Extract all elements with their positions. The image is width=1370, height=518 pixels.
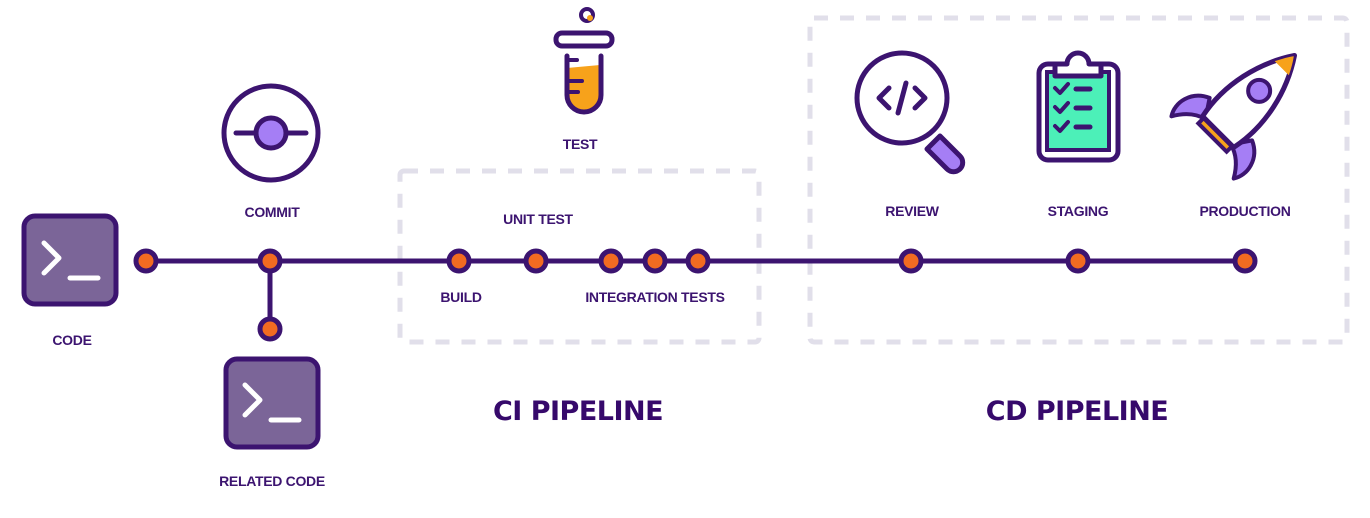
code-label: CODE (52, 332, 92, 348)
test-label: TEST (562, 136, 598, 152)
production-label: PRODUCTION (1199, 203, 1291, 219)
cd-pipeline-group-box (807, 15, 1350, 345)
node-related-code[interactable] (257, 316, 283, 342)
node-integration-test-2[interactable] (642, 248, 668, 274)
node-staging[interactable] (1065, 248, 1091, 274)
code-review-magnifier-icon (854, 50, 966, 175)
review-label: REVIEW (885, 203, 939, 219)
node-unit-test[interactable] (523, 248, 549, 274)
node-integration-test-3[interactable] (685, 248, 711, 274)
clipboard-checklist-icon (1036, 50, 1121, 163)
code-terminal-icon (21, 213, 119, 307)
cd-pipeline-title: CD PIPELINE (985, 396, 1169, 427)
commit-icon (221, 83, 321, 183)
node-code-output[interactable] (133, 248, 159, 274)
commit-label: COMMIT (244, 204, 300, 220)
staging-label: STAGING (1047, 203, 1109, 219)
node-integration-test-1[interactable] (598, 248, 624, 274)
ci-pipeline-group-box (397, 168, 762, 345)
related-code-terminal-icon (223, 356, 321, 450)
node-review[interactable] (898, 248, 924, 274)
unit-test-label: UNIT TEST (503, 211, 573, 227)
rocket-icon (1169, 53, 1297, 181)
integration-tests-label: INTEGRATION TESTS (585, 289, 725, 305)
test-tube-icon (553, 7, 615, 115)
node-production[interactable] (1232, 248, 1258, 274)
build-label: BUILD (440, 289, 482, 305)
ci-pipeline-title: CI PIPELINE (492, 396, 664, 427)
node-commit[interactable] (257, 248, 283, 274)
node-build[interactable] (446, 248, 472, 274)
related-code-label: RELATED CODE (219, 473, 325, 489)
